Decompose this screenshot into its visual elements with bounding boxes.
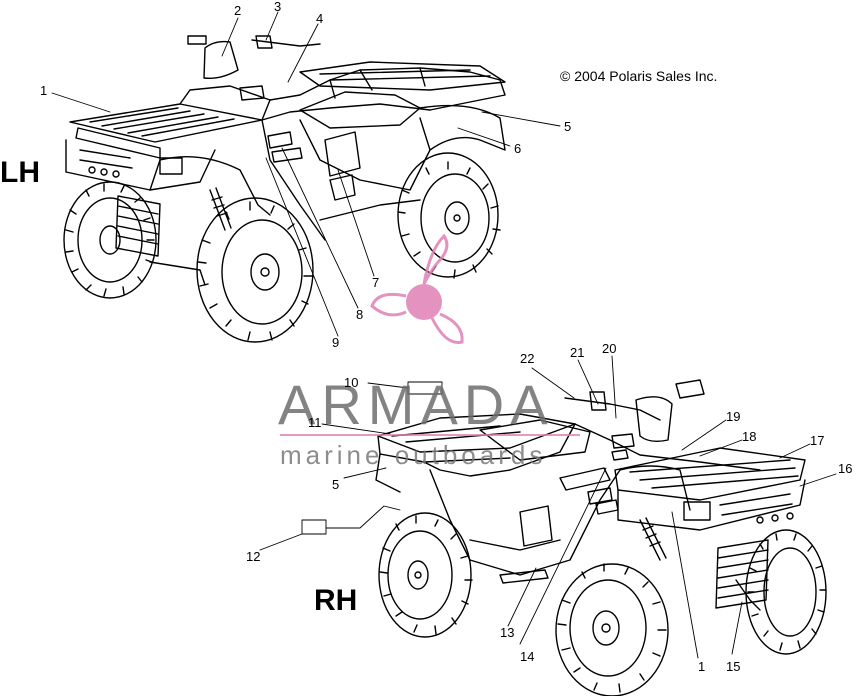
- callout-lh-8: 8: [356, 307, 364, 322]
- callout-rh-19: 19: [726, 409, 741, 424]
- rh-atv-drawing: [375, 379, 827, 696]
- callout-rh-13: 13: [500, 625, 515, 640]
- callout-lh-6: 6: [514, 141, 522, 156]
- callout-rh-16: 16: [838, 461, 853, 476]
- armada-logo-mark: [370, 233, 464, 344]
- callout-rh-12: 12: [246, 549, 261, 564]
- rh-view-label: RH: [314, 584, 358, 617]
- callout-rh-10: 10: [344, 375, 359, 390]
- callout-rh-14: 14: [520, 649, 535, 664]
- copyright-text: © 2004 Polaris Sales Inc.: [560, 68, 718, 84]
- callout-rh-22: 22: [520, 351, 535, 366]
- callout-rh-20: 20: [602, 341, 617, 356]
- callout-rh-17: 17: [810, 433, 825, 448]
- callout-rh-21: 21: [570, 345, 585, 360]
- watermark-rule: [280, 434, 580, 436]
- callout-rh-11: 11: [308, 415, 322, 430]
- lh-view-label: LH: [0, 156, 40, 189]
- callout-rh-1: 1: [698, 659, 706, 674]
- watermark-subtitle: marine outboards: [280, 440, 547, 470]
- callout-lh-2: 2: [234, 3, 242, 18]
- callout-rh-5: 5: [332, 477, 340, 492]
- watermark-brand: ARMADA: [278, 373, 554, 436]
- leader-lines: [51, 11, 837, 659]
- callout-rh-18: 18: [742, 429, 757, 444]
- callout-lh-4: 4: [316, 11, 324, 26]
- callout-lh-7: 7: [372, 275, 380, 290]
- callout-rh-15: 15: [726, 659, 741, 674]
- lh-atv-drawing: [63, 35, 506, 343]
- callout-lh-9: 9: [332, 335, 340, 350]
- callout-lh-3: 3: [274, 0, 282, 14]
- callout-lh-1: 1: [40, 83, 48, 98]
- callout-lh-5: 5: [564, 119, 572, 134]
